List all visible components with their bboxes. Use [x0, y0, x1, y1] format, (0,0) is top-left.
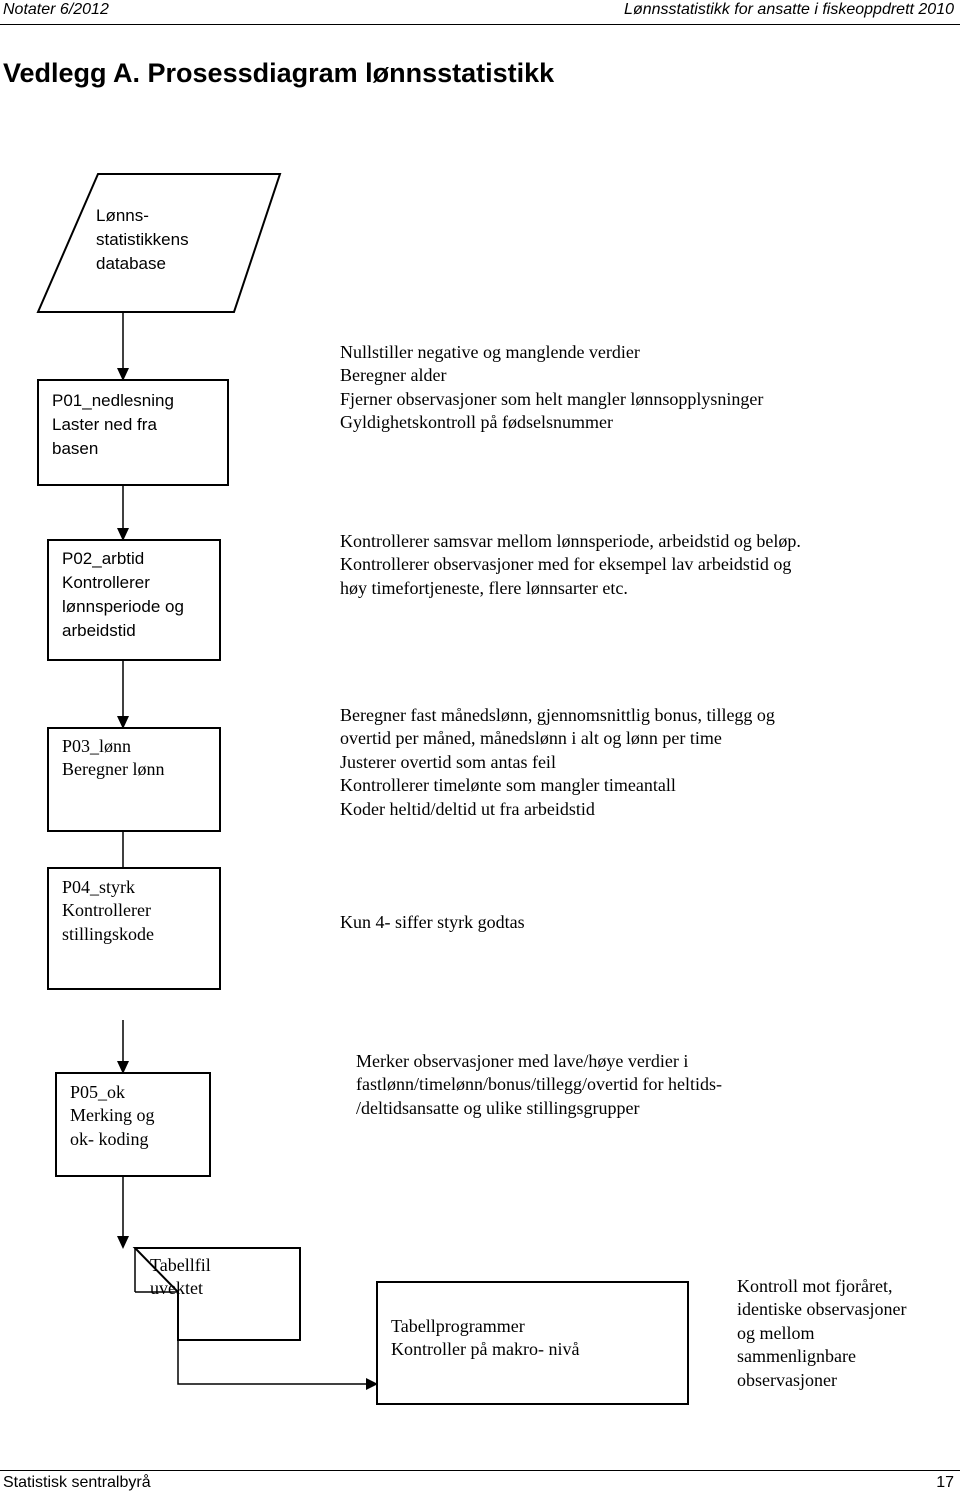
- p03-box: [47, 727, 221, 832]
- arrow-tabellfil-tabellprog: [177, 1340, 366, 1385]
- arrowhead-p01-p02: [117, 528, 129, 541]
- database-shape: [36, 173, 282, 313]
- footer-rule: [0, 1470, 960, 1471]
- p04-box: [47, 867, 221, 990]
- p05-description: Merker observasjoner med lave/høye verdi…: [356, 1051, 722, 1118]
- page-title: Vedlegg A. Prosessdiagram lønnsstatistik…: [3, 58, 555, 88]
- database-label: Lønns- statistikkens database: [96, 206, 189, 273]
- p03-description: Beregner fast månedslønn, gjennomsnittli…: [340, 705, 775, 819]
- header-publication: Notater 6/2012: [3, 1, 109, 18]
- header-report-title: Lønnsstatistikk for ansatte i fiskeoppdr…: [624, 1, 954, 18]
- p02-box: [47, 539, 221, 661]
- p02-label: P02_arbtid Kontrollerer lønnsperiode og …: [62, 549, 184, 640]
- p01-description: Nullstiller negative og manglende verdie…: [340, 342, 764, 433]
- tabellfil-label: Tabellfil uvektet: [150, 1255, 211, 1299]
- p04-label: P04_styrk Kontrollerer stillingskode: [62, 877, 155, 944]
- tabellprog-label: Tabellprogrammer Kontroller på makro- ni…: [391, 1316, 580, 1360]
- arrowhead-db-p01: [117, 368, 129, 381]
- header-rule: [0, 24, 960, 25]
- p05-label: P05_ok Merking og ok- koding: [70, 1082, 155, 1149]
- tabellfil-shape: [132, 1247, 301, 1341]
- page-number: 17: [936, 1474, 954, 1491]
- arrowhead-tabellfil-tabellprog: [366, 1378, 378, 1390]
- p01-label: P01_nedlesning Laster ned fra basen: [52, 391, 174, 458]
- p02-description: Kontrollerer samsvar mellom lønnsperiode…: [340, 531, 801, 598]
- p04-description: Kun 4- siffer styrk godtas: [340, 912, 525, 932]
- p01-box: [37, 379, 229, 486]
- arrowhead-p02-p03: [117, 716, 129, 729]
- arrowhead-p04-p05: [117, 1061, 129, 1074]
- p05-box: [55, 1072, 211, 1177]
- running-header: Notater 6/2012 Lønnsstatistikk for ansat…: [0, 0, 960, 25]
- footer-publisher: Statistisk sentralbyrå: [3, 1474, 151, 1491]
- arrowhead-p05-tabellfil: [117, 1236, 129, 1249]
- tabellprog-box: [376, 1281, 689, 1405]
- p03-label: P03_lønn Beregner lønn: [62, 736, 165, 780]
- tabellprog-description: Kontroll mot fjoråret, identiske observa…: [737, 1276, 907, 1390]
